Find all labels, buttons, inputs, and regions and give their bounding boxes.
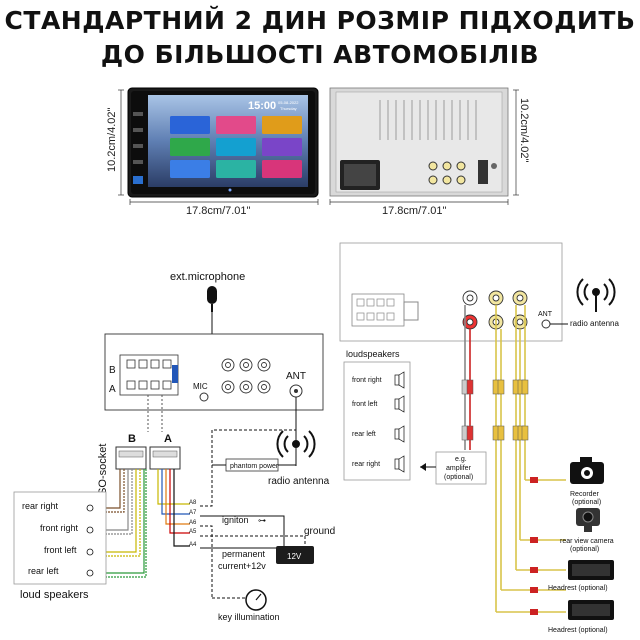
speaker-label: rear left: [352, 431, 376, 438]
amplifier-line-2: amplifer: [446, 465, 472, 472]
speaker-label: front right: [40, 523, 79, 533]
rca-plugs: [461, 379, 529, 441]
speaker-label: rear right: [352, 461, 380, 468]
right-speaker-labels: front right front left rear left rear ri…: [352, 377, 382, 468]
right-wiring-diagram: ANT radio antenna loudspeakers front rig…: [339, 242, 619, 634]
speaker-label: front left: [44, 545, 77, 555]
mic-jack: [199, 392, 209, 402]
speaker-icons: [86, 504, 94, 577]
left-wiring-diagram: ext.microphone B A MIC ANT: [13, 271, 335, 622]
pin-label: A8: [189, 500, 197, 506]
ground-label: ground: [304, 526, 335, 537]
phantom-power-label: phantom power: [230, 463, 279, 470]
headrest-2-label: Headrest (optional): [548, 627, 608, 634]
loud-speakers-label: loud speakers: [20, 589, 89, 601]
front-height-dimension: 10.2cm/4.02": [106, 107, 118, 172]
pin-label: A4: [189, 542, 197, 548]
headrest-monitor-icon: [568, 560, 614, 580]
front-width-dimension: 17.8cm/7.01": [186, 205, 251, 217]
battery-icon: [276, 546, 314, 564]
plug-a-label: A: [164, 433, 172, 445]
app-tile-grid: [170, 116, 302, 178]
screen-date: 05-08-2022: [278, 100, 299, 105]
mic-port-label: MIC: [193, 382, 208, 391]
back-view: [329, 87, 509, 197]
amplifier-line-3: (optional): [444, 474, 473, 481]
antenna-icon: [276, 430, 316, 458]
rear-rca-jacks: [428, 161, 466, 185]
right-antenna-icon: [576, 278, 616, 312]
permanent-label: permanent: [222, 549, 266, 559]
app-tile: [262, 116, 302, 134]
side-buttons: [133, 112, 143, 184]
headrest-1-label: Headrest (optional): [548, 585, 608, 592]
speaker-labels: rear right front right front left rear l…: [22, 501, 79, 576]
right-ant-jack: [541, 319, 551, 329]
gauge-icon: [245, 589, 267, 611]
pin-label: A6: [189, 520, 197, 526]
back-width-dimension: 17.8cm/7.01": [382, 205, 447, 217]
headline-line-2: ДО БІЛЬШОСТІ АВТОМОБІЛІВ: [100, 40, 540, 69]
right-speaker-icons: [394, 371, 405, 473]
app-tile: [216, 138, 256, 156]
pin-labels: A8 A7 A6 A5 A4: [189, 500, 197, 548]
rear-camera-icon: [576, 508, 600, 532]
loudspeakers-label: loudspeakers: [346, 349, 400, 359]
plug-b: [115, 446, 147, 470]
key-icon: ⊶: [258, 516, 266, 525]
iso-latch: [172, 365, 178, 383]
back-height-dimension: 10.2cm/4.02": [518, 98, 530, 163]
pin-label: A7: [189, 510, 197, 516]
microphone-icon: [207, 286, 217, 312]
rear-camera-optional-label: (optional): [570, 546, 599, 553]
right-radio-antenna-label: radio antenna: [570, 319, 619, 328]
front-view: 15:00 05-08-2022 Thursday: [127, 87, 319, 198]
amplifier-box: [435, 451, 487, 485]
recorder-optional-label: (optional): [572, 499, 601, 506]
recorder-label: Recorder: [570, 491, 599, 498]
pin-label: A5: [189, 529, 197, 535]
port-a-label: A: [109, 384, 116, 395]
dashcam-icon: [570, 457, 604, 484]
speaker-label: front right: [352, 377, 382, 384]
left-radio-antenna-label: radio antenna: [268, 476, 330, 487]
app-tile: [170, 160, 210, 178]
rear-camera-label: rear view camera: [560, 538, 614, 545]
plug-a: [149, 446, 181, 470]
power-led: [228, 188, 232, 192]
speaker-label: rear right: [22, 501, 59, 511]
rca-jacks: [221, 358, 271, 394]
right-ant-label: ANT: [538, 311, 553, 318]
app-tile: [170, 116, 210, 134]
app-tile: [170, 138, 210, 156]
app-tile: [216, 116, 256, 134]
app-tile: [216, 160, 256, 178]
port-b-label: B: [109, 365, 116, 376]
app-tile: [262, 160, 302, 178]
ignition-label: igniton: [222, 515, 249, 525]
screen-clock: 15:00: [248, 100, 276, 112]
current-label: current+12v: [218, 561, 266, 571]
plug-b-label: B: [128, 433, 136, 445]
ext-microphone-label: ext.microphone: [170, 271, 245, 283]
speaker-label: front left: [352, 401, 377, 408]
iso-socket-label: ISO-socket: [97, 444, 109, 498]
ant-port-label: ANT: [286, 371, 306, 382]
battery-label: 12V: [287, 552, 302, 561]
screen-day: Thursday: [280, 106, 297, 111]
headrest-monitor-icon: [568, 600, 614, 620]
key-illumination-label: key illumination: [218, 612, 280, 622]
app-tile: [262, 138, 302, 156]
headline-line-1: СТАНДАРТНИЙ 2 ДИН РОЗМІР ПІДХОДИТЬ: [4, 6, 636, 35]
speaker-label: rear left: [28, 566, 59, 576]
amplifier-line-1: e.g.: [455, 456, 467, 463]
